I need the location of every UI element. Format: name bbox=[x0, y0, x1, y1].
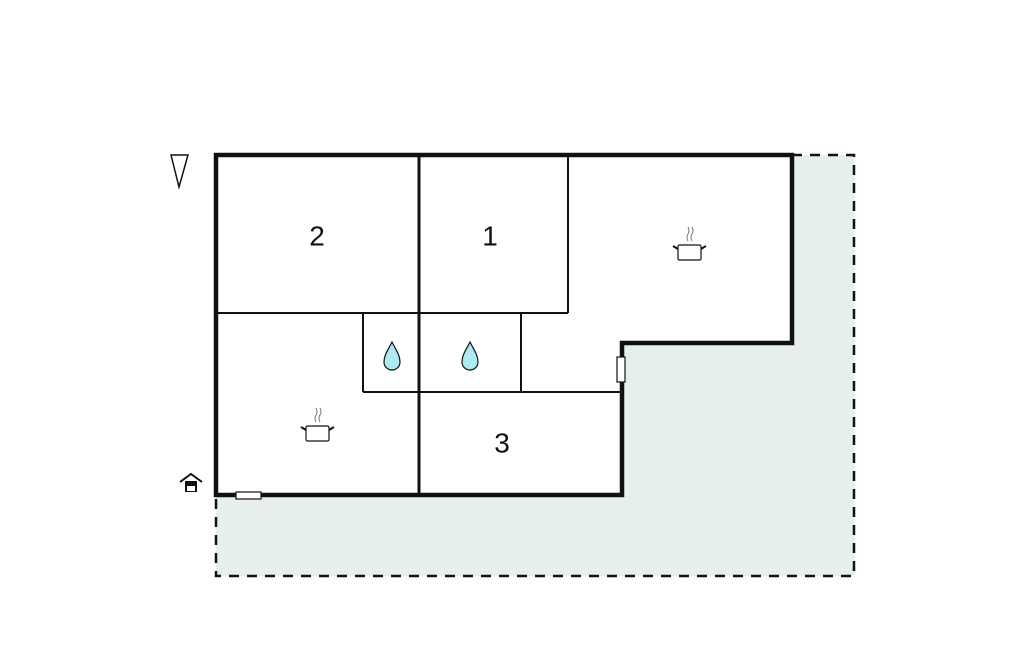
terrace-boundary bbox=[214, 153, 856, 578]
exterior-walls bbox=[213, 152, 795, 498]
house-interior bbox=[216, 155, 792, 495]
terrace-door bbox=[616, 356, 626, 383]
north-arrow-icon bbox=[170, 154, 189, 190]
kitchen-pot-icon bbox=[672, 226, 707, 261]
room-label-1: 1 bbox=[482, 221, 498, 252]
bathroom-drop-icon bbox=[461, 340, 479, 371]
kitchen-pot-icon bbox=[300, 407, 335, 442]
room-label-3: 3 bbox=[494, 428, 510, 459]
bathroom-drop-icon bbox=[383, 340, 401, 371]
window bbox=[235, 491, 262, 500]
room-label-2: 2 bbox=[309, 221, 325, 252]
entrance-icon bbox=[179, 472, 203, 492]
interior-walls bbox=[216, 155, 622, 495]
terrace-area bbox=[216, 155, 854, 576]
